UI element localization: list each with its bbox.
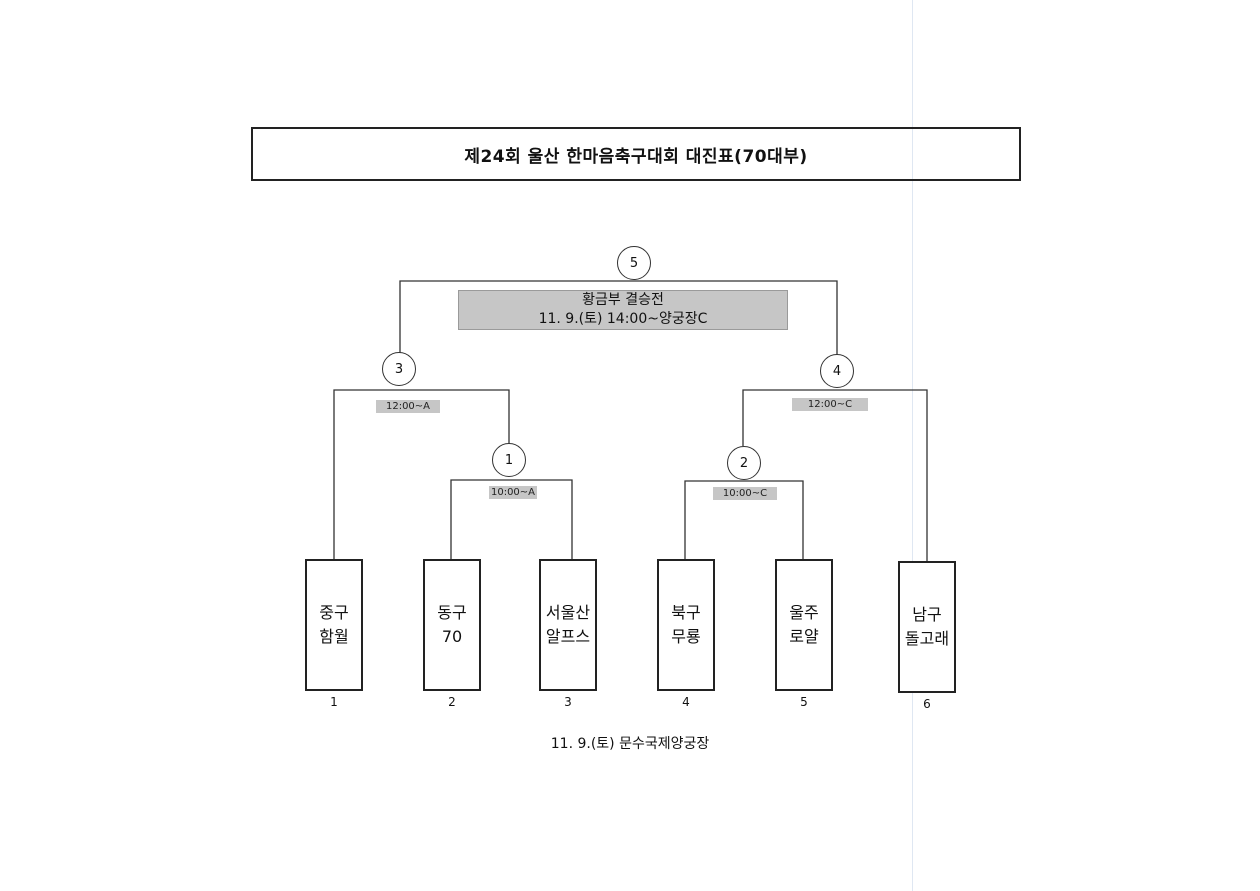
final-match-box: 황금부 결승전 11. 9.(토) 14:00~양궁장C (458, 290, 788, 330)
match-2-time: 10:00~C (713, 487, 777, 500)
seed-number-6: 6 (923, 697, 931, 711)
team-name-line2: 70 (441, 627, 463, 646)
match-1-time: 10:00~A (489, 486, 537, 499)
match-4-time: 12:00~C (792, 398, 868, 411)
team-box-3: 서울산 알프스 (539, 559, 597, 691)
match-number-2: 2 (727, 446, 761, 480)
seed-number-4: 4 (682, 695, 690, 709)
team-box-2: 동구 70 (423, 559, 481, 691)
team-box-4: 북구 무룡 (657, 559, 715, 691)
team-name-line1: 북구 (671, 603, 701, 622)
page-title: 제24회 울산 한마음축구대회 대진표(70대부) (251, 127, 1021, 181)
match-number-4: 4 (820, 354, 854, 388)
seed-number-5: 5 (800, 695, 808, 709)
final-label: 황금부 결승전 (582, 292, 664, 308)
team-name-line1: 울주 (789, 603, 819, 622)
match-number-3: 3 (382, 352, 416, 386)
team-box-1: 중구 함월 (305, 559, 363, 691)
match-3-time: 12:00~A (376, 400, 440, 413)
team-box-5: 울주 로얄 (775, 559, 833, 691)
team-name-line1: 동구 (437, 603, 467, 622)
team-name-line2: 로얄 (789, 627, 819, 646)
match-1-connector (450, 479, 573, 560)
match-number-5: 5 (617, 246, 651, 280)
team-name-line1: 중구 (319, 603, 349, 622)
match-4-connector (742, 389, 928, 562)
final-connector (399, 280, 838, 358)
team-name-line2: 무룡 (671, 627, 701, 646)
venue-note: 11. 9.(토) 문수국제양궁장 (550, 736, 710, 752)
seed-number-1: 1 (330, 695, 338, 709)
team-name-line1: 서울산 (545, 603, 591, 622)
match-2-connector (684, 480, 804, 560)
scan-artifact-line (912, 0, 913, 891)
seed-number-3: 3 (564, 695, 572, 709)
team-box-6: 남구 돌고래 (898, 561, 956, 693)
team-name-line2: 돌고래 (904, 629, 950, 648)
match-3-connector (333, 389, 510, 560)
seed-number-2: 2 (448, 695, 456, 709)
team-name-line2: 알프스 (545, 627, 591, 646)
match-number-1: 1 (492, 443, 526, 477)
team-name-line2: 함월 (319, 627, 349, 646)
final-schedule: 11. 9.(토) 14:00~양궁장C (538, 311, 708, 327)
team-name-line1: 남구 (912, 605, 942, 624)
